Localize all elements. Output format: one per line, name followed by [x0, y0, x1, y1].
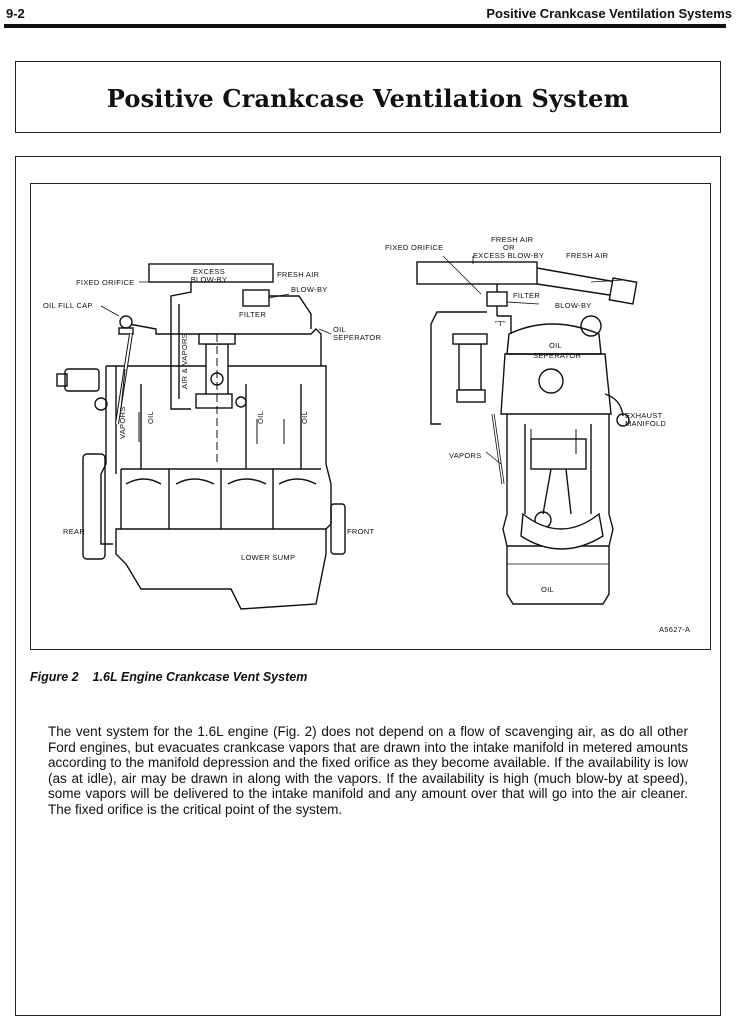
- figure-code: A5627-A: [659, 625, 690, 634]
- label-blow-by-left: BLOW-BY: [291, 285, 328, 294]
- header-rule: [4, 24, 726, 28]
- label-blow-by-right: BLOW-BY: [555, 301, 592, 310]
- engine-diagram: FIXED ORIFICE EXCESS BLOW-BY FRESH AIR B…: [43, 235, 690, 634]
- label-filter-left: FILTER: [239, 310, 266, 319]
- label-seperator-left: SEPERATOR: [333, 333, 382, 342]
- label-vapors-right: VAPORS: [449, 451, 482, 460]
- body-paragraph: The vent system for the 1.6L engine (Fig…: [48, 724, 688, 817]
- running-header-title: Positive Crankcase Ventilation Systems: [486, 6, 732, 21]
- label-t-mark: "T": [495, 319, 506, 328]
- label-excess: EXCESS: [193, 267, 225, 276]
- label-fresh-air-right: FRESH AIR: [566, 251, 609, 260]
- label-or: OR: [503, 243, 515, 252]
- label-manifold: MANIFOLD: [625, 419, 666, 428]
- label-vapors-left: VAPORS: [118, 406, 127, 439]
- title-box: Positive Crankcase Ventilation System: [15, 61, 721, 133]
- content-box: [15, 156, 721, 1016]
- page-number: 9-2: [6, 6, 25, 21]
- label-oil-flow-3: OIL: [300, 411, 309, 424]
- figure-caption-label: Figure 2: [30, 670, 79, 684]
- label-exhaust: EXHAUST: [625, 411, 663, 420]
- label-oil-sump: OIL: [541, 585, 554, 594]
- label-fresh-air-or: FRESH AIR: [491, 235, 534, 244]
- page-title: Positive Crankcase Ventilation System: [106, 84, 630, 113]
- right-engine-drawing: [416, 255, 638, 605]
- label-oil-fill-cap: OIL FILL CAP: [43, 301, 93, 310]
- label-seperator-right: SEPERATOR: [533, 351, 582, 360]
- figure-caption-text: 1.6L Engine Crankcase Vent System: [92, 670, 308, 684]
- label-fixed-orifice-right: FIXED ORIFICE: [385, 243, 444, 252]
- label-excess-blow-by: EXCESS BLOW-BY: [473, 251, 544, 260]
- label-lower-sump: LOWER SUMP: [241, 553, 295, 562]
- label-front: FRONT: [347, 527, 374, 536]
- label-rear: REAR: [63, 527, 85, 536]
- label-oil-right: OIL: [549, 341, 562, 350]
- label-air-vapors: AIR & VAPORS: [180, 333, 189, 389]
- figure-frame: FIXED ORIFICE EXCESS BLOW-BY FRESH AIR B…: [30, 183, 711, 650]
- label-oil-left: OIL: [333, 325, 346, 334]
- figure-caption: Figure 2 1.6L Engine Crankcase Vent Syste…: [30, 670, 307, 684]
- left-engine-drawing: [56, 263, 346, 610]
- label-oil-flow-2: OIL: [256, 411, 265, 424]
- label-blow-by: BLOW-BY: [191, 275, 228, 284]
- label-oil-flow-1: OIL: [146, 411, 155, 424]
- label-fixed-orifice-left: FIXED ORIFICE: [76, 278, 135, 287]
- label-fresh-air-left: FRESH AIR: [277, 270, 320, 279]
- label-filter-right: FILTER: [513, 291, 540, 300]
